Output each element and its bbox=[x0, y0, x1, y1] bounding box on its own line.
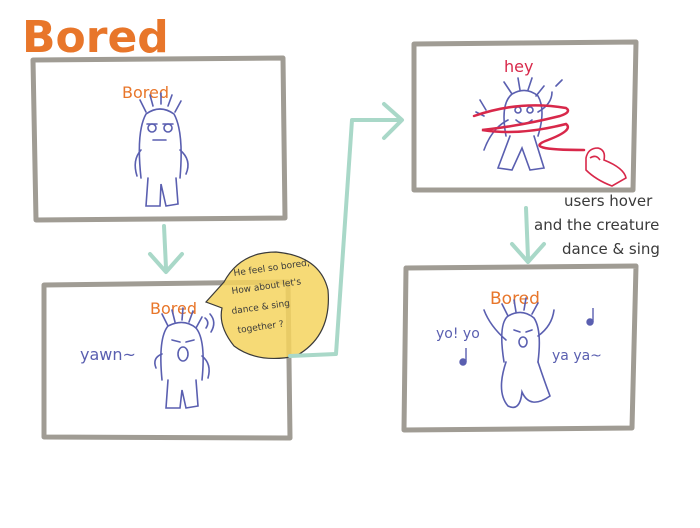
hover-annotation: users hover and the creature dance & sin… bbox=[534, 192, 660, 258]
panel-4-left-text: yo! yo bbox=[436, 326, 480, 342]
annotation-line-2: and the creature bbox=[534, 216, 659, 234]
ribbon bbox=[472, 104, 586, 152]
arrow-panel2-to-panel3 bbox=[288, 102, 404, 358]
panel-1: Bored bbox=[30, 55, 288, 223]
panel-3-label: hey bbox=[504, 57, 533, 76]
finger-pointer bbox=[585, 147, 627, 187]
panel-4: Bored yo! yo ya ya~ bbox=[401, 263, 639, 433]
panel-2: Bored yawn~ He feel so bored, How about … bbox=[41, 251, 329, 441]
creature-yawning bbox=[154, 307, 215, 409]
panel-3: hey bbox=[411, 39, 639, 193]
annotation-line-1: users hover bbox=[564, 192, 653, 210]
yawn-sound: yawn~ bbox=[80, 345, 136, 364]
speech-bubble: He feel so bored, How about let's dance … bbox=[204, 251, 329, 360]
panel-1-label: Bored bbox=[122, 83, 169, 102]
storyboard-title: Bored bbox=[22, 12, 169, 63]
arrow-panel1-to-panel2 bbox=[148, 224, 184, 274]
annotation-line-3: dance & sing bbox=[562, 240, 660, 258]
creature-singing bbox=[483, 297, 555, 409]
arrow-panel3-to-panel4 bbox=[510, 206, 546, 264]
panel-4-right-text: ya ya~ bbox=[552, 348, 602, 364]
creature-bored bbox=[134, 92, 189, 207]
music-note-icon bbox=[459, 308, 594, 366]
